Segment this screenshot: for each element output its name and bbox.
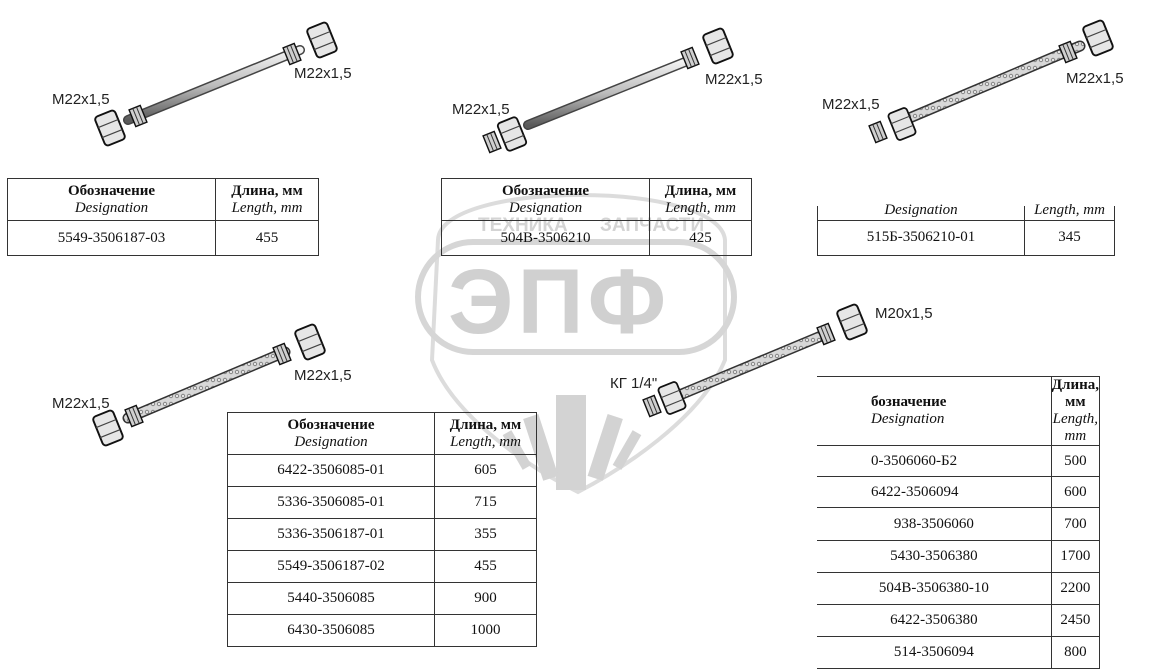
cell-designation: 5549-3506187-02: [227, 550, 435, 583]
cell-designation: 5440-3506085: [227, 582, 435, 615]
cell-designation: 6422-3506094: [817, 476, 1052, 508]
thread-label-b2-left: КГ 1/4": [610, 375, 658, 392]
cell-designation: 514-3506094: [817, 636, 1052, 669]
header-length: Length, mm: [1024, 202, 1115, 221]
thread-label-a2-right: M22x1,5: [705, 71, 763, 88]
thread-label-a3-right: M22x1,5: [1066, 70, 1124, 87]
cell-designation: 6422-3506085-01: [227, 454, 435, 487]
cell-length: 2200: [1050, 572, 1101, 605]
cell-designation: 515Б-3506210-01: [817, 219, 1025, 256]
hose-a3: [868, 18, 1115, 144]
cell-length: 355: [434, 518, 537, 551]
hose-b1: [91, 322, 327, 448]
cell-length: 345: [1024, 219, 1115, 256]
cell-designation: 504В-3506380-10: [817, 572, 1052, 605]
cell-length: 500: [1050, 445, 1101, 477]
cell-designation: 504В-3506210: [441, 220, 650, 256]
cell-length: 2450: [1050, 604, 1101, 637]
table-row: 5549-3506187-03 455: [7, 220, 319, 256]
header-designation: Designation: [817, 202, 1025, 221]
cell-length: 455: [434, 550, 537, 583]
cell-length: 700: [1050, 507, 1101, 541]
hose-a1: [93, 20, 339, 148]
cell-length: 425: [649, 220, 752, 256]
cell-designation: 938-3506060: [817, 507, 1052, 541]
thread-label-b1-right: M22x1,5: [294, 367, 352, 384]
cell-designation: 6430-3506085: [227, 614, 435, 647]
thread-label-a1-right: M22x1,5: [294, 65, 352, 82]
cell-length: 605: [434, 454, 537, 487]
cell-length: 1700: [1050, 540, 1101, 573]
watermark-logo-text: ЭПФ: [448, 251, 671, 353]
spec-table-3: Designation Length, mm 515Б-3506210-01 3…: [817, 202, 1115, 256]
cell-length: 600: [1050, 476, 1101, 508]
thread-label-b2-right: M20x1,5: [875, 305, 933, 322]
table-row: 515Б-3506210-01 345: [817, 219, 1115, 256]
cell-designation: 5430-3506380: [817, 540, 1052, 573]
cell-length: 455: [215, 220, 319, 256]
thread-label-a2-left: M22x1,5: [452, 101, 510, 118]
cell-length: 1000: [434, 614, 537, 647]
thread-label-a1-left: M22x1,5: [52, 91, 110, 108]
table-row: 504В-3506210 425: [441, 220, 752, 256]
thread-label-b1-left: M22x1,5: [52, 395, 110, 412]
cell-length: 715: [434, 486, 537, 519]
cell-length: 800: [1050, 636, 1101, 669]
hose-b2: [642, 302, 869, 418]
hose-a2: [482, 26, 735, 154]
cell-length: 900: [434, 582, 537, 615]
thread-label-a3-left: M22x1,5: [822, 96, 880, 113]
cell-designation: 5336-3506085-01: [227, 486, 435, 519]
cell-designation: 6422-3506380: [817, 604, 1052, 637]
cell-designation: 5336-3506187-01: [227, 518, 435, 551]
cell-designation: 0-3506060-Б2: [817, 445, 1052, 477]
cell-designation: 5549-3506187-03: [7, 220, 216, 256]
